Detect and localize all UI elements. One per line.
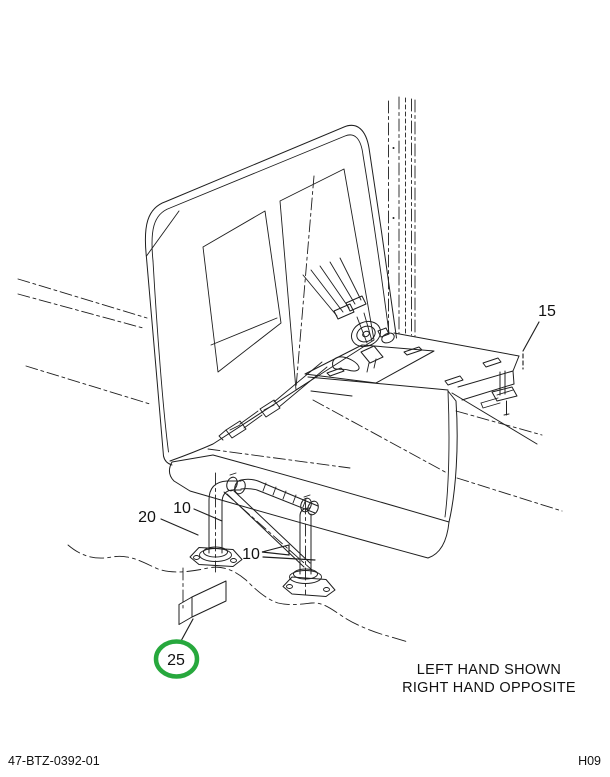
background-phantom-lines bbox=[17, 278, 151, 405]
seat-back-crease bbox=[169, 380, 311, 462]
corner-seam bbox=[146, 210, 180, 257]
rear-shelf bbox=[307, 332, 520, 416]
bracket-web bbox=[191, 580, 227, 618]
post-rivet-dot bbox=[392, 147, 395, 149]
retractor-knob bbox=[381, 332, 395, 344]
figure-note: LEFT HAND SHOWN RIGHT HAND OPPOSITE bbox=[402, 662, 576, 696]
highlight-circle[interactable] bbox=[153, 639, 200, 679]
wall-post-lines bbox=[388, 96, 416, 337]
front-leg bbox=[208, 480, 242, 554]
back-panel-left bbox=[202, 210, 282, 373]
buckle bbox=[225, 420, 247, 439]
callout-label-25[interactable]: 25 bbox=[167, 652, 185, 669]
callout-label-15[interactable]: 15 bbox=[538, 303, 556, 320]
callout-25-highlighted[interactable]: 25 bbox=[153, 618, 200, 679]
retractor-mount-plate bbox=[304, 344, 435, 384]
belt-adjuster bbox=[345, 295, 367, 312]
buckle bbox=[259, 399, 281, 418]
seat-cushion bbox=[168, 390, 458, 559]
support-frame-lines bbox=[451, 392, 563, 512]
callout-10-right[interactable]: 10 bbox=[242, 544, 316, 563]
callout-20[interactable]: 20 bbox=[138, 509, 199, 536]
callout-label-10-right[interactable]: 10 bbox=[242, 546, 260, 563]
note-line-1: LEFT HAND SHOWN bbox=[417, 662, 561, 678]
shelf-slot bbox=[444, 375, 464, 386]
rear-foot-plate bbox=[282, 576, 336, 597]
callout-label-10-left[interactable]: 10 bbox=[173, 500, 191, 517]
seat-back bbox=[144, 124, 397, 466]
pedestal bbox=[182, 472, 336, 609]
page-code: H09 bbox=[578, 754, 601, 768]
shelf-slot bbox=[482, 357, 502, 368]
plate-slot bbox=[326, 367, 345, 377]
plate-slot bbox=[403, 346, 423, 356]
footer: 47-BTZ-0392-01 H09 bbox=[8, 754, 601, 768]
callout-label-20[interactable]: 20 bbox=[138, 509, 156, 526]
drawing-number: 47-BTZ-0392-01 bbox=[8, 754, 100, 768]
callout-15[interactable]: 15 bbox=[522, 303, 556, 370]
cushion-front-face bbox=[168, 461, 450, 559]
seat-back-outline bbox=[144, 124, 397, 457]
note-line-2: RIGHT HAND OPPOSITE bbox=[402, 680, 576, 696]
retractor-foot bbox=[360, 345, 384, 364]
seat-belt-retractor bbox=[302, 257, 395, 373]
rail-clamp bbox=[300, 497, 312, 513]
front-foot-plate bbox=[189, 547, 243, 567]
diagonal-brace bbox=[226, 493, 305, 568]
wedge-arrow bbox=[261, 544, 290, 556]
bracket-flange bbox=[178, 596, 193, 625]
retractor-spool bbox=[350, 320, 382, 348]
back-panel-right bbox=[279, 168, 375, 391]
floor-line bbox=[67, 544, 409, 643]
post-rivet-dot bbox=[392, 217, 395, 219]
callout-10-left[interactable]: 10 bbox=[173, 500, 223, 522]
mounting-bracket bbox=[178, 580, 227, 625]
seat-belt-buckles bbox=[218, 361, 328, 441]
rear-leg bbox=[299, 507, 311, 575]
belt-adjuster bbox=[333, 303, 355, 320]
